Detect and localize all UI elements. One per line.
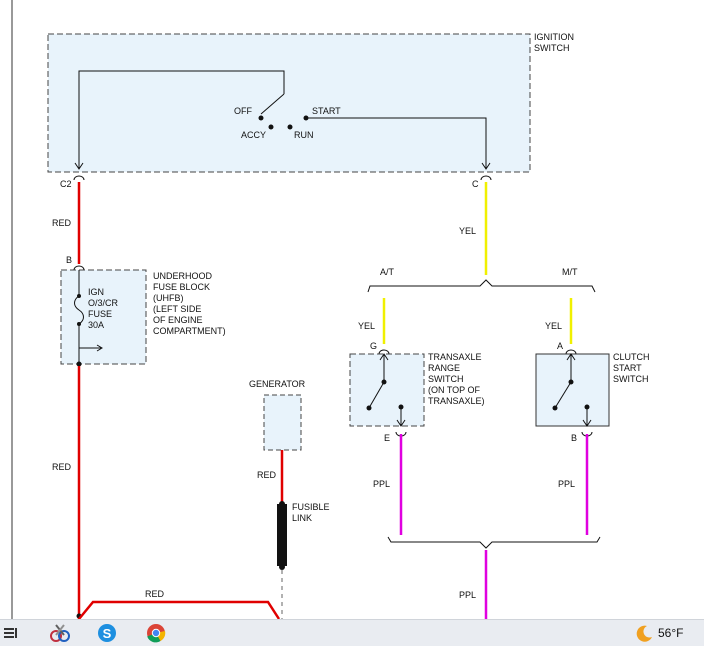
- connector-transaxle-g: [378, 349, 390, 355]
- branch-bracket-bottom: [387, 536, 601, 549]
- switch-position-accy: ACCY: [241, 130, 266, 140]
- temperature-text: 56°F: [658, 626, 684, 640]
- transaxle-node-1: [381, 379, 387, 385]
- transaxle-pin-e-label: E: [384, 433, 390, 443]
- clutch-node-1: [568, 379, 574, 385]
- connector-clutch-a: [565, 349, 577, 355]
- wire-label-red-3: RED: [257, 470, 277, 480]
- fuse-output-node: [76, 361, 82, 367]
- wire-label-red-1: RED: [52, 218, 72, 228]
- transaxle-node-2: [366, 405, 372, 411]
- skype-icon[interactable]: S: [96, 623, 118, 643]
- branch-label-mt: M/T: [562, 267, 578, 277]
- connector-fuse-b: [73, 265, 85, 271]
- fuse-symbol: [74, 270, 103, 364]
- connector-c2: [73, 175, 85, 181]
- moon-icon: [636, 625, 652, 642]
- chrome-icon[interactable]: [144, 623, 168, 643]
- wire-label-yel-3: YEL: [545, 321, 562, 331]
- transaxle-node-3: [398, 404, 404, 410]
- switch-position-run: RUN: [294, 130, 314, 140]
- snipping-tool-icon[interactable]: [48, 623, 72, 643]
- transaxle-switch-contacts: [368, 353, 406, 427]
- fusible-link-node-bottom: [279, 564, 285, 570]
- fuse-node-top: [77, 294, 81, 298]
- wire-red-splice: [78, 600, 281, 620]
- transaxle-switch-box: [349, 353, 425, 427]
- branch-bracket-top: [367, 279, 596, 293]
- branch-label-at: A/T: [380, 267, 395, 277]
- clutch-node-2: [552, 405, 558, 411]
- wire-label-yel-1: YEL: [459, 226, 476, 236]
- weather-widget[interactable]: 56°F: [634, 623, 683, 643]
- switch-position-off: OFF: [234, 106, 252, 116]
- ignition-switch-internals: [74, 70, 491, 170]
- svg-text:S: S: [103, 626, 112, 641]
- ignition-switch-box: [47, 33, 531, 173]
- wire-label-yel-2: YEL: [358, 321, 375, 331]
- clutch-switch-contacts: [554, 353, 592, 427]
- taskbar: S 56°F: [0, 619, 704, 646]
- clutch-switch-box: [535, 353, 610, 427]
- wire-label-ppl-3: PPL: [459, 590, 476, 600]
- fuse-pin-b-label: B: [66, 255, 72, 265]
- connector-c: [480, 175, 492, 181]
- wire-label-ppl-1: PPL: [373, 479, 390, 489]
- fuse-node-bottom: [77, 322, 81, 326]
- transaxle-pin-g-label: G: [370, 341, 377, 351]
- fusible-link-body: [277, 504, 287, 566]
- pin-c2-label: C2: [60, 179, 72, 189]
- settings-icon[interactable]: [2, 623, 18, 643]
- switch-position-start: START: [312, 106, 341, 116]
- clutch-pin-b-label: B: [571, 433, 577, 443]
- wire-label-red-2: RED: [52, 462, 72, 472]
- wire-label-ppl-2: PPL: [558, 479, 575, 489]
- generator-box: [263, 394, 302, 451]
- wire-label-red-4: RED: [145, 589, 165, 599]
- generator-label: GENERATOR: [249, 379, 306, 389]
- pin-c-label: C: [472, 179, 479, 189]
- clutch-node-3: [584, 404, 590, 410]
- ignition-switch-contacts: [258, 115, 309, 130]
- clutch-pin-a-label: A: [557, 341, 563, 351]
- fuse-block-box: [60, 269, 147, 365]
